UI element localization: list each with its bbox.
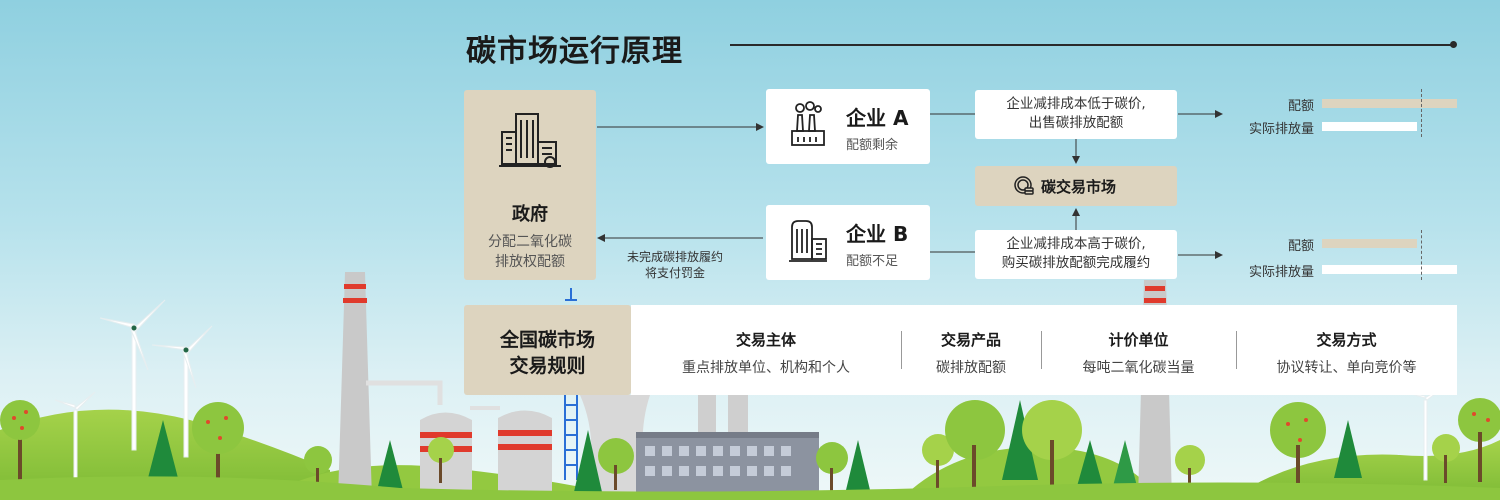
bars-a-quota-bar [1322, 99, 1457, 108]
penalty-note: 未完成碳排放履约 将支付罚金 [626, 250, 723, 280]
rule-separator [1236, 331, 1237, 369]
government-box: 政府 分配二氧化碳 排放权配额 [464, 90, 596, 280]
bars-b-reference-line [1421, 230, 1422, 280]
factory-emission-icon [791, 101, 825, 146]
enterprise-a-desc: 配额剩余 [846, 138, 899, 153]
tree-icon [0, 398, 1500, 493]
enterprise-a-card: 企业 A 配额剩余 [766, 89, 930, 164]
rule-separator [1041, 331, 1042, 369]
bars-b-actual-label: 实际排放量 [1248, 265, 1314, 280]
enterprise-b-name: 企业 B [846, 222, 909, 246]
wind-turbine-icon [54, 299, 1449, 481]
government-building-icon [499, 113, 561, 168]
coin-stack-icon [1014, 176, 1034, 195]
enterprise-b-note: 企业减排成本高于碳价, 购买碳排放配额完成履约 [975, 230, 1177, 279]
ladder-icon [564, 288, 578, 480]
bars-b-quota-label: 配额 [1287, 239, 1314, 254]
enterprise-a-note: 企业减排成本低于碳价, 出售碳排放配额 [975, 90, 1177, 139]
storage-tank-icon [420, 406, 552, 500]
rule-column: 交易产品 碳排放配额 [936, 331, 1006, 376]
title-divider-dot [1450, 41, 1457, 48]
factory-building-icon [636, 432, 819, 500]
government-name: 政府 [512, 204, 548, 225]
rule-column: 交易主体 重点排放单位、机构和个人 [682, 331, 850, 376]
page-title: 碳市场运行原理 [466, 34, 683, 69]
bars-a-actual-label: 实际排放量 [1248, 122, 1314, 137]
bars-a-quota-label: 配额 [1287, 99, 1314, 114]
bars-a-reference-line [1421, 89, 1422, 137]
government-desc: 分配二氧化碳 排放权配额 [488, 234, 572, 270]
factory-building-icon [789, 220, 827, 262]
chimney-icon [338, 272, 443, 500]
enterprise-b-card: 企业 B 配额不足 [766, 205, 930, 280]
rule-column: 计价单位 每吨二氧化碳当量 [1082, 331, 1195, 376]
carbon-market-box: 碳交易市场 [975, 166, 1177, 206]
trading-rules-title: 全国碳市场 交易规则 [464, 305, 631, 395]
bars-b-actual-bar [1322, 265, 1457, 274]
rule-separator [901, 331, 902, 369]
title-divider [730, 44, 1452, 46]
trading-rules-panel: 全国碳市场 交易规则 交易主体 重点排放单位、机构和个人 交易产品 碳排放配额 … [464, 305, 1457, 395]
rule-column: 交易方式 协议转让、单向竞价等 [1276, 331, 1417, 376]
carbon-market-label: 碳交易市场 [1041, 178, 1117, 196]
enterprise-a-name: 企业 A [846, 106, 909, 130]
bars-b-quota-bar [1322, 239, 1417, 248]
bars-a-actual-bar [1322, 122, 1417, 131]
trading-rules-body: 交易主体 重点排放单位、机构和个人 交易产品 碳排放配额 计价单位 每吨二氧化碳… [631, 305, 1457, 395]
enterprise-b-desc: 配额不足 [846, 254, 899, 269]
